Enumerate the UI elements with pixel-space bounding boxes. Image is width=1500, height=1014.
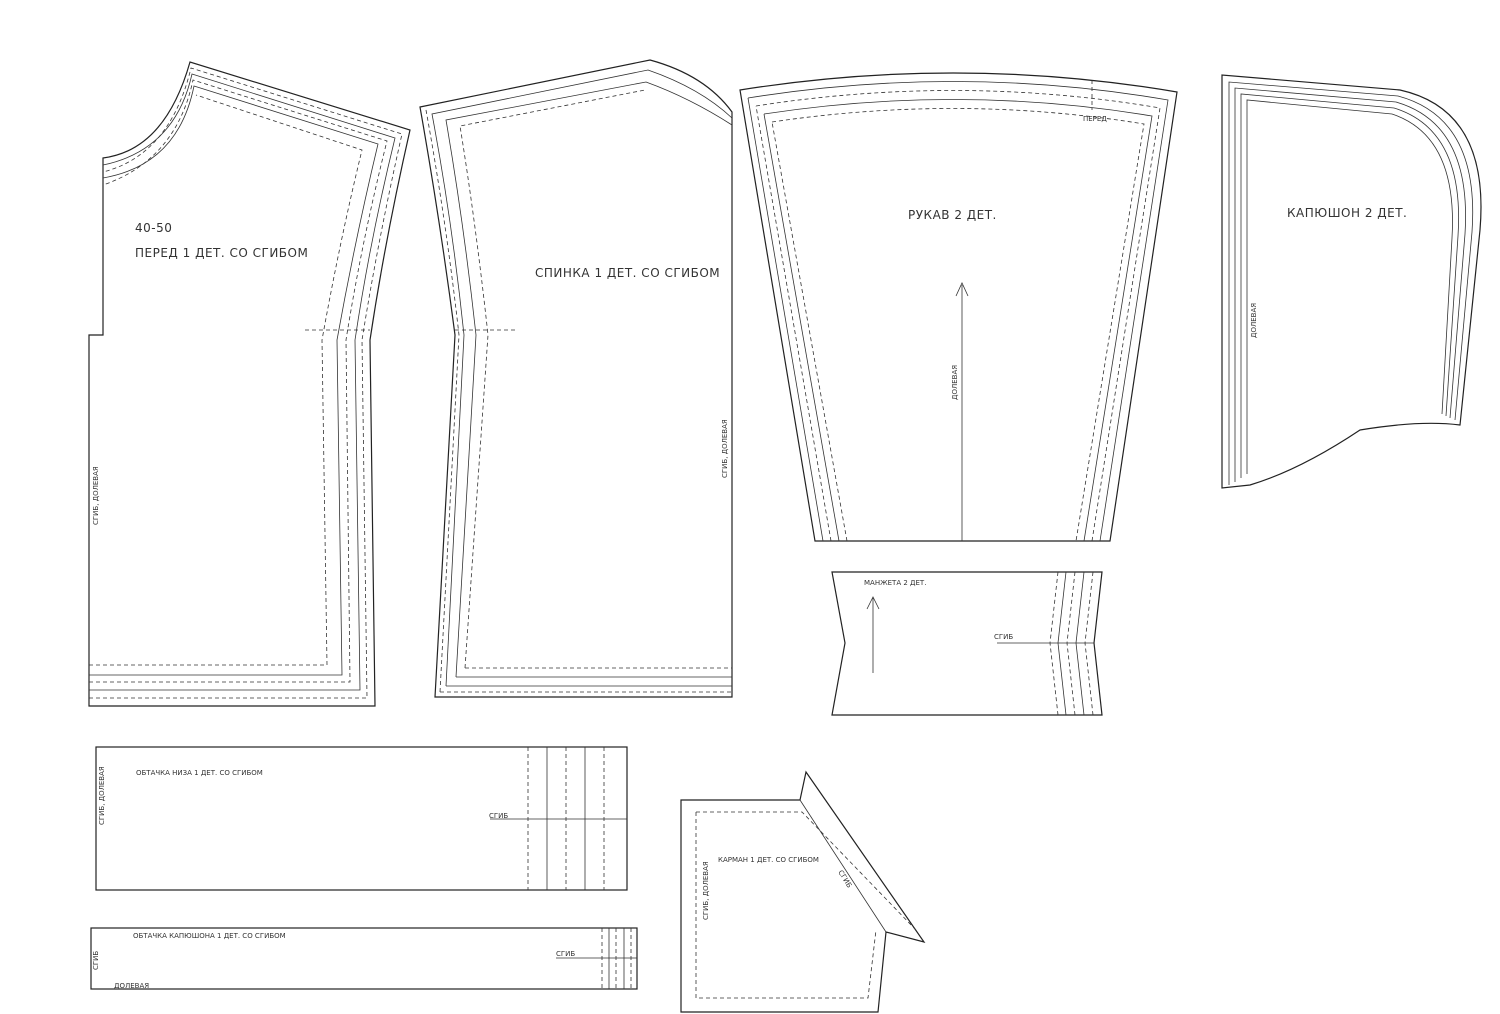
- front-size-label: 40-50: [135, 221, 172, 235]
- front-fold-label: СГИБ, ДОЛЕВАЯ: [92, 466, 100, 525]
- hood-facing-fold-label: СГИБ: [556, 950, 575, 958]
- hem-facing-title: ОБТАЧКА НИЗА 1 ДЕТ. СО СГИБОМ: [136, 769, 263, 777]
- hem-facing-piece: ОБТАЧКА НИЗА 1 ДЕТ. СО СГИБОМ СГИБ, ДОЛЕ…: [95, 746, 628, 891]
- pocket-title: КАРМАН 1 ДЕТ. СО СГИБОМ: [718, 856, 819, 864]
- back-title: СПИНКА 1 ДЕТ. СО СГИБОМ: [535, 266, 720, 280]
- hood-grain-label: ДОЛЕВАЯ: [1250, 303, 1258, 338]
- hood-piece: КАПЮШОН 2 ДЕТ. ДОЛЕВАЯ: [1221, 74, 1482, 489]
- sleeve-title: РУКАВ 2 ДЕТ.: [908, 208, 997, 222]
- hem-facing-side-label: СГИБ, ДОЛЕВАЯ: [98, 766, 106, 825]
- cuff-fold-label: СГИБ: [994, 633, 1013, 641]
- pocket-side-label: СГИБ, ДОЛЕВАЯ: [702, 861, 710, 920]
- hem-facing-fold-label: СГИБ: [489, 812, 508, 820]
- hood-facing-side-label: СГИБ: [92, 951, 100, 970]
- hood-facing-piece: ОБТАЧКА КАПЮШОНА 1 ДЕТ. СО СГИБОМ СГИБ С…: [90, 927, 638, 990]
- back-piece: СПИНКА 1 ДЕТ. СО СГИБОМ СГИБ, ДОЛЕВАЯ: [419, 59, 733, 698]
- front-piece: 40-50 ПЕРЕД 1 ДЕТ. СО СГИБОМ СГИБ, ДОЛЕВ…: [88, 61, 411, 707]
- sleeve-grain-label: ДОЛЕВАЯ: [951, 365, 959, 400]
- hood-facing-title: ОБТАЧКА КАПЮШОНА 1 ДЕТ. СО СГИБОМ: [133, 932, 286, 940]
- cuff-piece: МАНЖЕТА 2 ДЕТ. СГИБ: [831, 571, 1103, 716]
- front-title: ПЕРЕД 1 ДЕТ. СО СГИБОМ: [135, 246, 308, 260]
- hood-facing-grain-label: ДОЛЕВАЯ: [114, 982, 149, 990]
- cuff-title: МАНЖЕТА 2 ДЕТ.: [864, 579, 926, 587]
- hood-title: КАПЮШОН 2 ДЕТ.: [1287, 206, 1407, 220]
- pocket-piece: КАРМАН 1 ДЕТ. СО СГИБОМ СГИБ СГИБ, ДОЛЕВ…: [680, 770, 926, 1013]
- back-fold-label: СГИБ, ДОЛЕВАЯ: [721, 419, 729, 478]
- sleeve-piece: РУКАВ 2 ДЕТ. ПЕРЕД ДОЛЕВАЯ: [739, 72, 1178, 542]
- sleeve-front-mark: ПЕРЕД: [1083, 115, 1107, 123]
- pocket-fold-label: СГИБ: [836, 869, 853, 890]
